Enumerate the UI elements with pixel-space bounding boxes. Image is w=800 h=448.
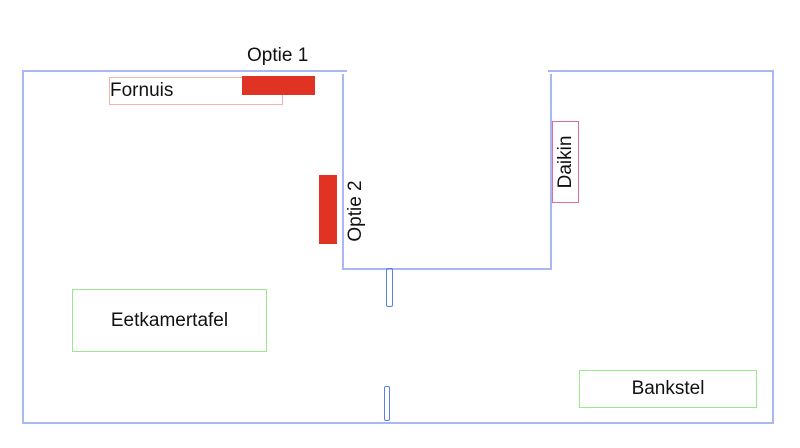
wall-bottom (22, 422, 774, 424)
optie-1-label: Optie 1 (247, 45, 309, 66)
wall-top-left (22, 70, 347, 72)
daikin-label: Daikin (555, 135, 576, 189)
wall-left (22, 70, 24, 424)
wall-right (772, 70, 774, 424)
door-marker-lower (384, 386, 390, 421)
optie-1-marker (242, 76, 315, 95)
daikin-label-wrap: Daikin (530, 136, 602, 189)
optie-2-label: Optie 2 (345, 180, 366, 242)
eetkamertafel-box: Eetkamertafel (72, 289, 267, 352)
wall-top-right (548, 70, 774, 72)
daikin-box (552, 121, 579, 203)
door-marker-upper (386, 268, 393, 307)
optie-2-marker (319, 175, 337, 244)
fornuis-label: Fornuis (110, 80, 174, 101)
optie-2-label-wrap: Optie 2 (320, 180, 392, 241)
bankstel-box: Bankstel (579, 370, 757, 408)
eetkamertafel-label: Eetkamertafel (110, 309, 229, 331)
bankstel-label: Bankstel (631, 378, 705, 399)
inner-room-walls (342, 74, 552, 270)
